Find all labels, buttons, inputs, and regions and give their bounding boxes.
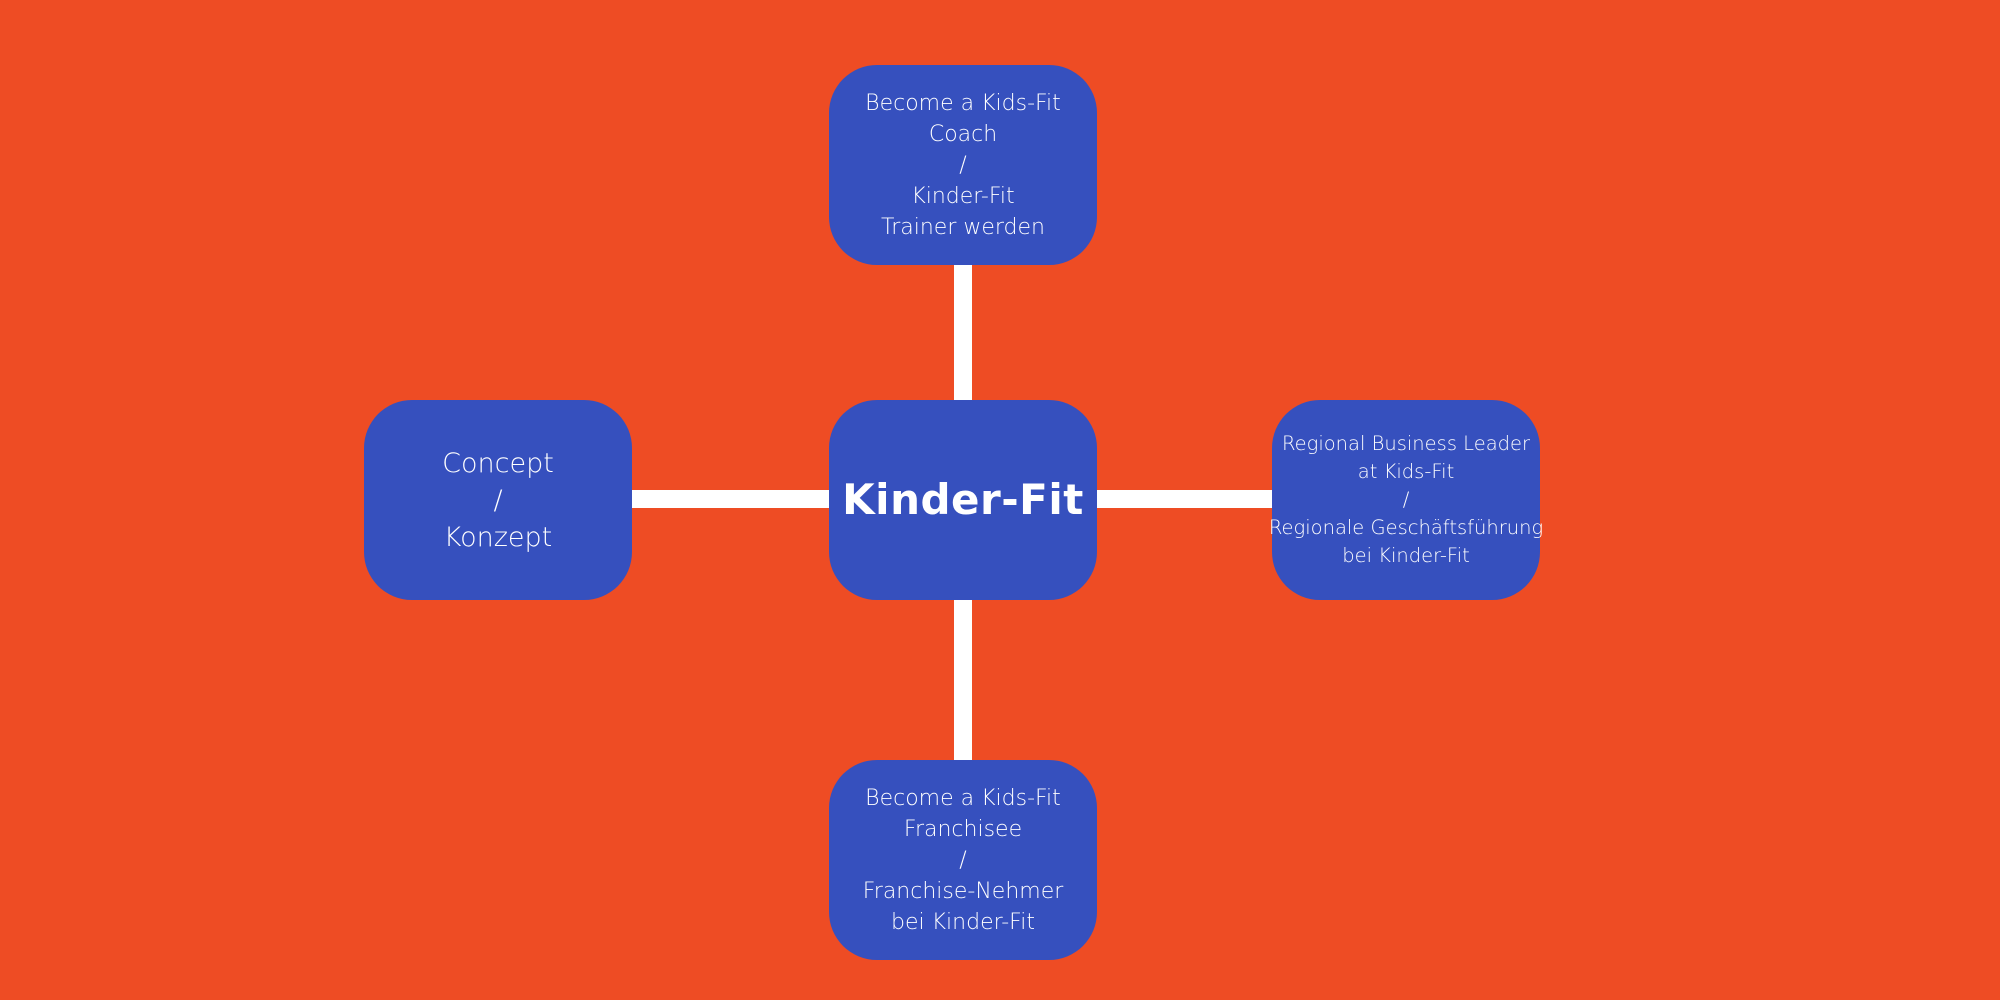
node-text-line: Concept <box>442 447 554 479</box>
node-text-line: Coach <box>928 121 998 147</box>
connector-bottom <box>954 598 972 762</box>
node-kids-fit-franchisee: Become a Kids-Fit Franchisee / Franchise… <box>829 760 1097 960</box>
node-text-line: Become a Kids-Fit <box>865 785 1061 811</box>
node-text-line: Regionale Geschäftsführung <box>1268 516 1544 539</box>
connector-right <box>1096 490 1274 508</box>
node-text-line: Regional Business Leader <box>1281 432 1531 455</box>
node-text-line: / <box>493 484 503 516</box>
node-text-line: Konzept <box>443 521 553 553</box>
node-text-line: Become a Kids-Fit <box>865 90 1061 116</box>
node-text-line: / <box>1402 488 1410 511</box>
node-text-line: Franchisee <box>903 816 1023 842</box>
center-title: Kinder-Fit <box>842 475 1084 524</box>
node-text-line: bei Kinder-Fit <box>1342 544 1470 567</box>
node-text-line: Franchise-Nehmer <box>862 878 1064 904</box>
node-regional-business-leader: Regional Business Leader at Kids-Fit / R… <box>1268 400 1544 600</box>
node-text-line: Kinder-Fit <box>911 183 1015 209</box>
node-text-line: / <box>959 847 967 873</box>
node-concept: Concept / Konzept <box>364 400 632 600</box>
node-kids-fit-coach: Become a Kids-Fit Coach / Kinder-Fit Tra… <box>829 65 1097 265</box>
node-text-line: at Kids-Fit <box>1357 460 1455 483</box>
connector-left <box>630 490 830 508</box>
node-text-line: Trainer werden <box>881 214 1045 240</box>
node-text-line: bei Kinder-Fit <box>891 909 1035 935</box>
connector-top <box>954 262 972 402</box>
node-center-kinder-fit: Kinder-Fit <box>829 400 1097 600</box>
node-text-line: / <box>959 152 967 178</box>
